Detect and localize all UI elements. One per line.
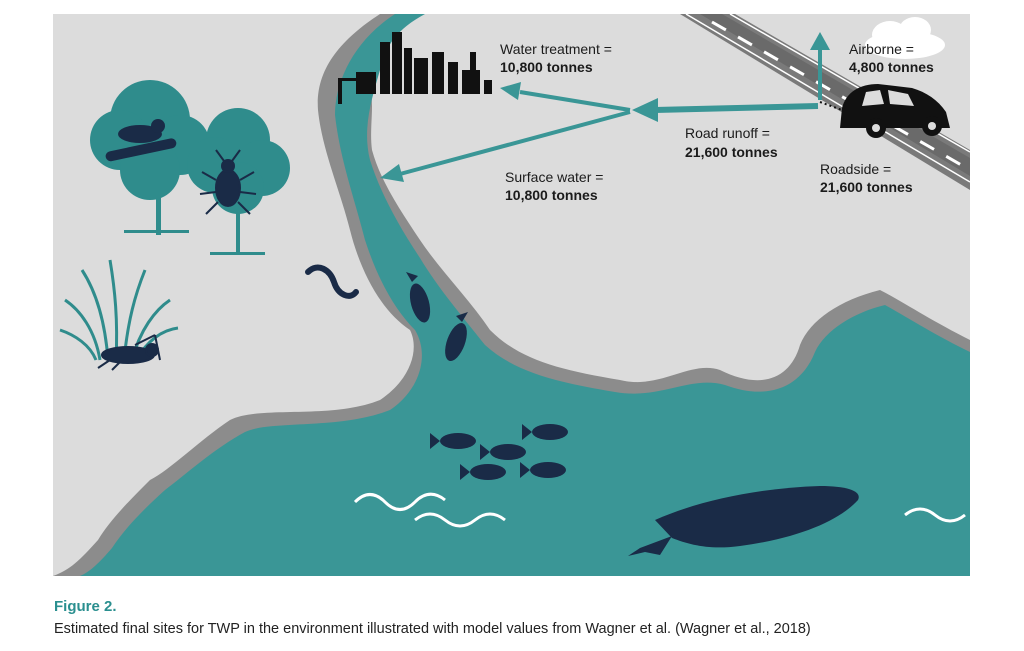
road-runoff-value: 21,600 tonnes [685, 144, 778, 160]
fish-icon [480, 444, 526, 460]
figure-caption-text: Estimated final sites for TWP in the env… [54, 621, 811, 637]
car-icon [840, 84, 950, 138]
fish-icon [406, 272, 431, 323]
surface-water-value: 10,800 tonnes [505, 187, 598, 203]
wave-icon [353, 492, 966, 528]
airborne-label: Airborne = [849, 41, 914, 57]
cloud-icon [865, 17, 945, 59]
fish-icon [522, 424, 568, 440]
surface-water-label: Surface water = [505, 169, 603, 185]
road-runoff-label: Road runoff = [685, 125, 770, 141]
water-treatment-value: 10,800 tonnes [500, 59, 593, 75]
fish-icon [430, 433, 476, 449]
water-body [80, 14, 970, 576]
caterpillar-icon [105, 119, 177, 162]
beetle-icon [199, 149, 257, 215]
arrow-airborne [810, 32, 830, 100]
roadside-label: Roadside = [820, 161, 891, 177]
arrow-surface-water [380, 110, 631, 182]
arrow-water-treatment [500, 82, 631, 112]
grass-icon [59, 259, 179, 361]
fish-icon [445, 312, 468, 362]
eel-icon [305, 264, 359, 299]
fish-icon [460, 464, 506, 480]
figure-caption: Figure 2. Estimated final sites for TWP … [54, 598, 1014, 637]
figure-title: Figure 2. [54, 598, 117, 615]
arrow-road-runoff [632, 98, 819, 122]
grasshopper-icon [97, 334, 161, 371]
exhaust-trail [819, 101, 843, 111]
factory-icon [338, 32, 492, 104]
water-treatment-label: Water treatment = [500, 41, 612, 57]
whale-icon [628, 486, 859, 556]
airborne-value: 4,800 tonnes [849, 59, 934, 75]
roadside-value: 21,600 tonnes [820, 179, 913, 195]
fish-icon [520, 462, 566, 478]
